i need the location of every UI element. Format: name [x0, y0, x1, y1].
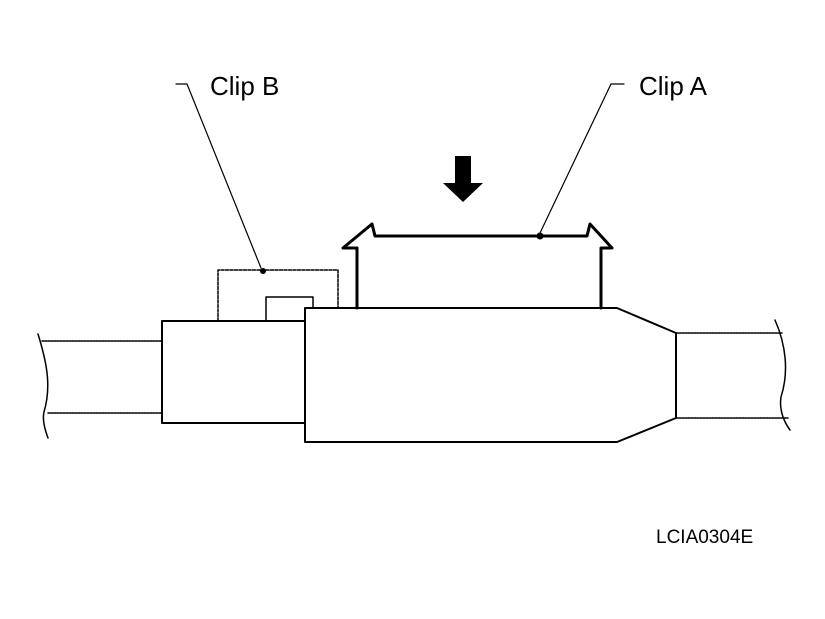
clip-a-point — [536, 232, 544, 240]
left-cable — [37, 333, 163, 439]
clip-a-label: Clip A — [639, 71, 707, 101]
clip-b — [217, 268, 339, 322]
left-connector-body — [161, 320, 306, 424]
press-down-arrow — [443, 156, 483, 202]
right-cable — [675, 319, 791, 431]
figure-code: LCIA0304E — [656, 527, 754, 548]
right-connector-body — [304, 307, 677, 443]
right-cable-end-break — [774, 319, 791, 431]
clip-b-tab — [265, 296, 314, 322]
clip-b-point — [260, 268, 266, 274]
clip-a-leader-line — [539, 83, 625, 234]
clip-b-bracket — [217, 269, 339, 322]
clip-a — [341, 222, 614, 310]
clip-a-lock — [341, 222, 614, 310]
clip-b-leader-line — [175, 83, 262, 269]
left-cable-end-break — [37, 333, 49, 439]
clip-b-label: Clip B — [210, 71, 280, 101]
